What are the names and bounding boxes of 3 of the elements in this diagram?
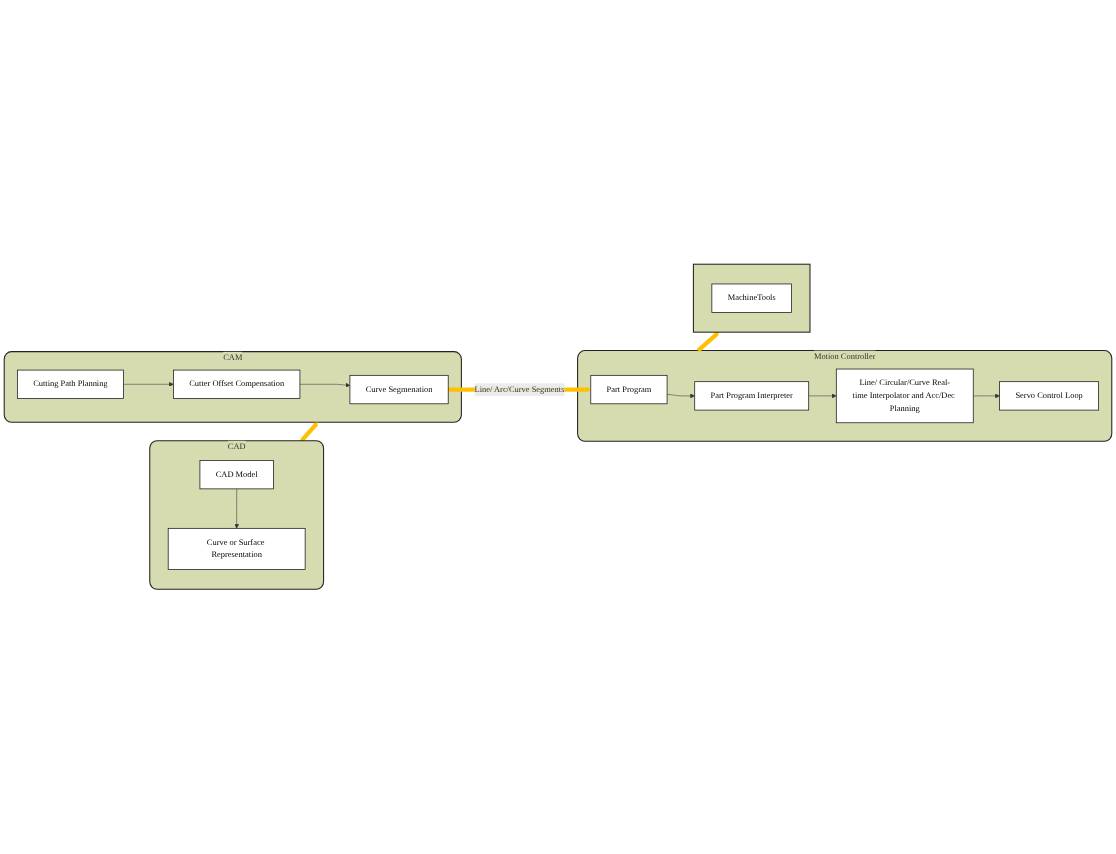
arrow [300, 422, 319, 443]
cluster [692, 263, 811, 333]
arrow [696, 332, 720, 353]
